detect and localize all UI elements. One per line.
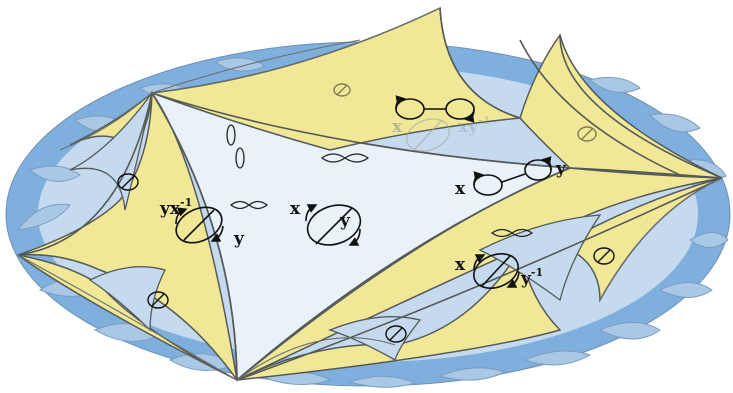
lower-right-cycle-icon <box>473 253 520 289</box>
blue-subregions <box>69 92 602 361</box>
double-oval-icon <box>226 124 245 169</box>
yellow-triangles <box>17 6 723 381</box>
right-dumbbell-icon <box>473 156 552 196</box>
right-label-x: x <box>455 179 466 199</box>
lower-right-label-y-inverse: y-1 <box>520 266 543 289</box>
central-cycle-icon <box>305 204 362 246</box>
slashed-circle-icons <box>117 83 615 343</box>
left-cycle-icon <box>175 206 224 244</box>
left-label-y: y <box>233 229 245 249</box>
top-dumbbell-icon <box>395 95 475 123</box>
center-label-x: x <box>290 199 301 219</box>
figure-eight-icons <box>229 153 534 238</box>
left-label-yx-inverse: yx-1 <box>159 196 192 219</box>
center-label-y: y <box>339 211 351 231</box>
ghost-cycle-icon <box>406 118 450 152</box>
ghost-label-x: x <box>392 117 403 137</box>
ghost-label-xy-inverse: xy-1 <box>458 114 490 137</box>
right-label-y: y <box>555 159 567 179</box>
lower-right-label-x: x <box>455 255 466 275</box>
